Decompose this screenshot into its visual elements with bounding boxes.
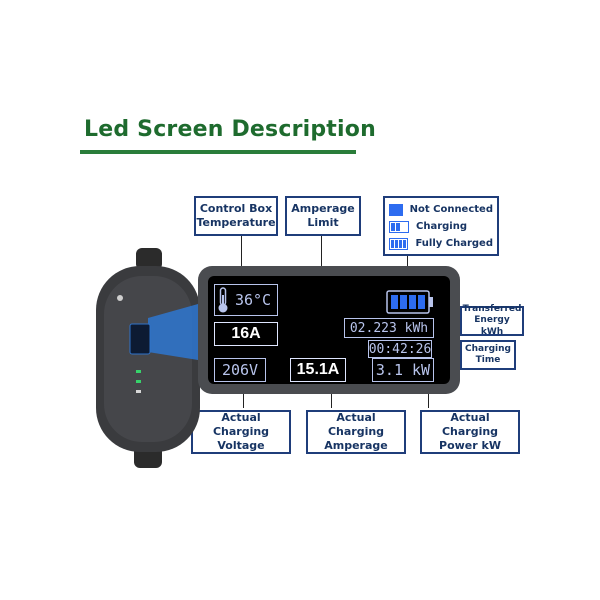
battery-filled-icon [389, 203, 403, 216]
callout-charging-time: Charging Time [460, 340, 516, 370]
connector-line-voltage [243, 384, 244, 408]
charging-time-readout: 00:42:26 [368, 340, 432, 358]
legend-row-fully-charged: Fully Charged [389, 235, 493, 252]
battery-full-icon [386, 290, 433, 314]
callout-amperage-limit: Amperage Limit [285, 196, 361, 236]
amperage-limit-readout: 16A [214, 322, 278, 346]
battery-full-icon [389, 237, 409, 250]
callout-actual-charging-power: Actual Charging Power kW [420, 410, 520, 454]
connector-line-power [428, 384, 429, 408]
connector-line-temperature [241, 234, 242, 286]
connector-line-amperage [331, 384, 332, 408]
energy-readout: 02.223 kWh [344, 318, 434, 338]
callout-actual-charging-amperage: Actual Charging Amperage [306, 410, 406, 454]
legend-row-not-connected: Not Connected [389, 201, 493, 218]
voltage-readout: 206V [214, 358, 266, 382]
amperage-readout: 15.1A [290, 358, 346, 382]
power-readout: 3.1 kW [372, 358, 434, 382]
callout-transferred-energy: Transferred Energy kWh [460, 304, 524, 337]
title-underline [80, 150, 356, 154]
legend-row-charging: Charging [389, 218, 493, 235]
battery-partial-icon [389, 220, 409, 233]
page-title: Led Screen Description [84, 117, 376, 142]
thermometer-icon [218, 287, 228, 313]
battery-legend: Not Connected Charging Fully Charged [383, 196, 499, 256]
ev-charger-device [96, 248, 200, 468]
temperature-readout: 36°C [214, 284, 278, 316]
callout-actual-charging-voltage: Actual Charging Voltage [191, 410, 291, 454]
lcd-screen [208, 276, 450, 384]
callout-control-box-temperature: Control Box Temperature [194, 196, 278, 236]
